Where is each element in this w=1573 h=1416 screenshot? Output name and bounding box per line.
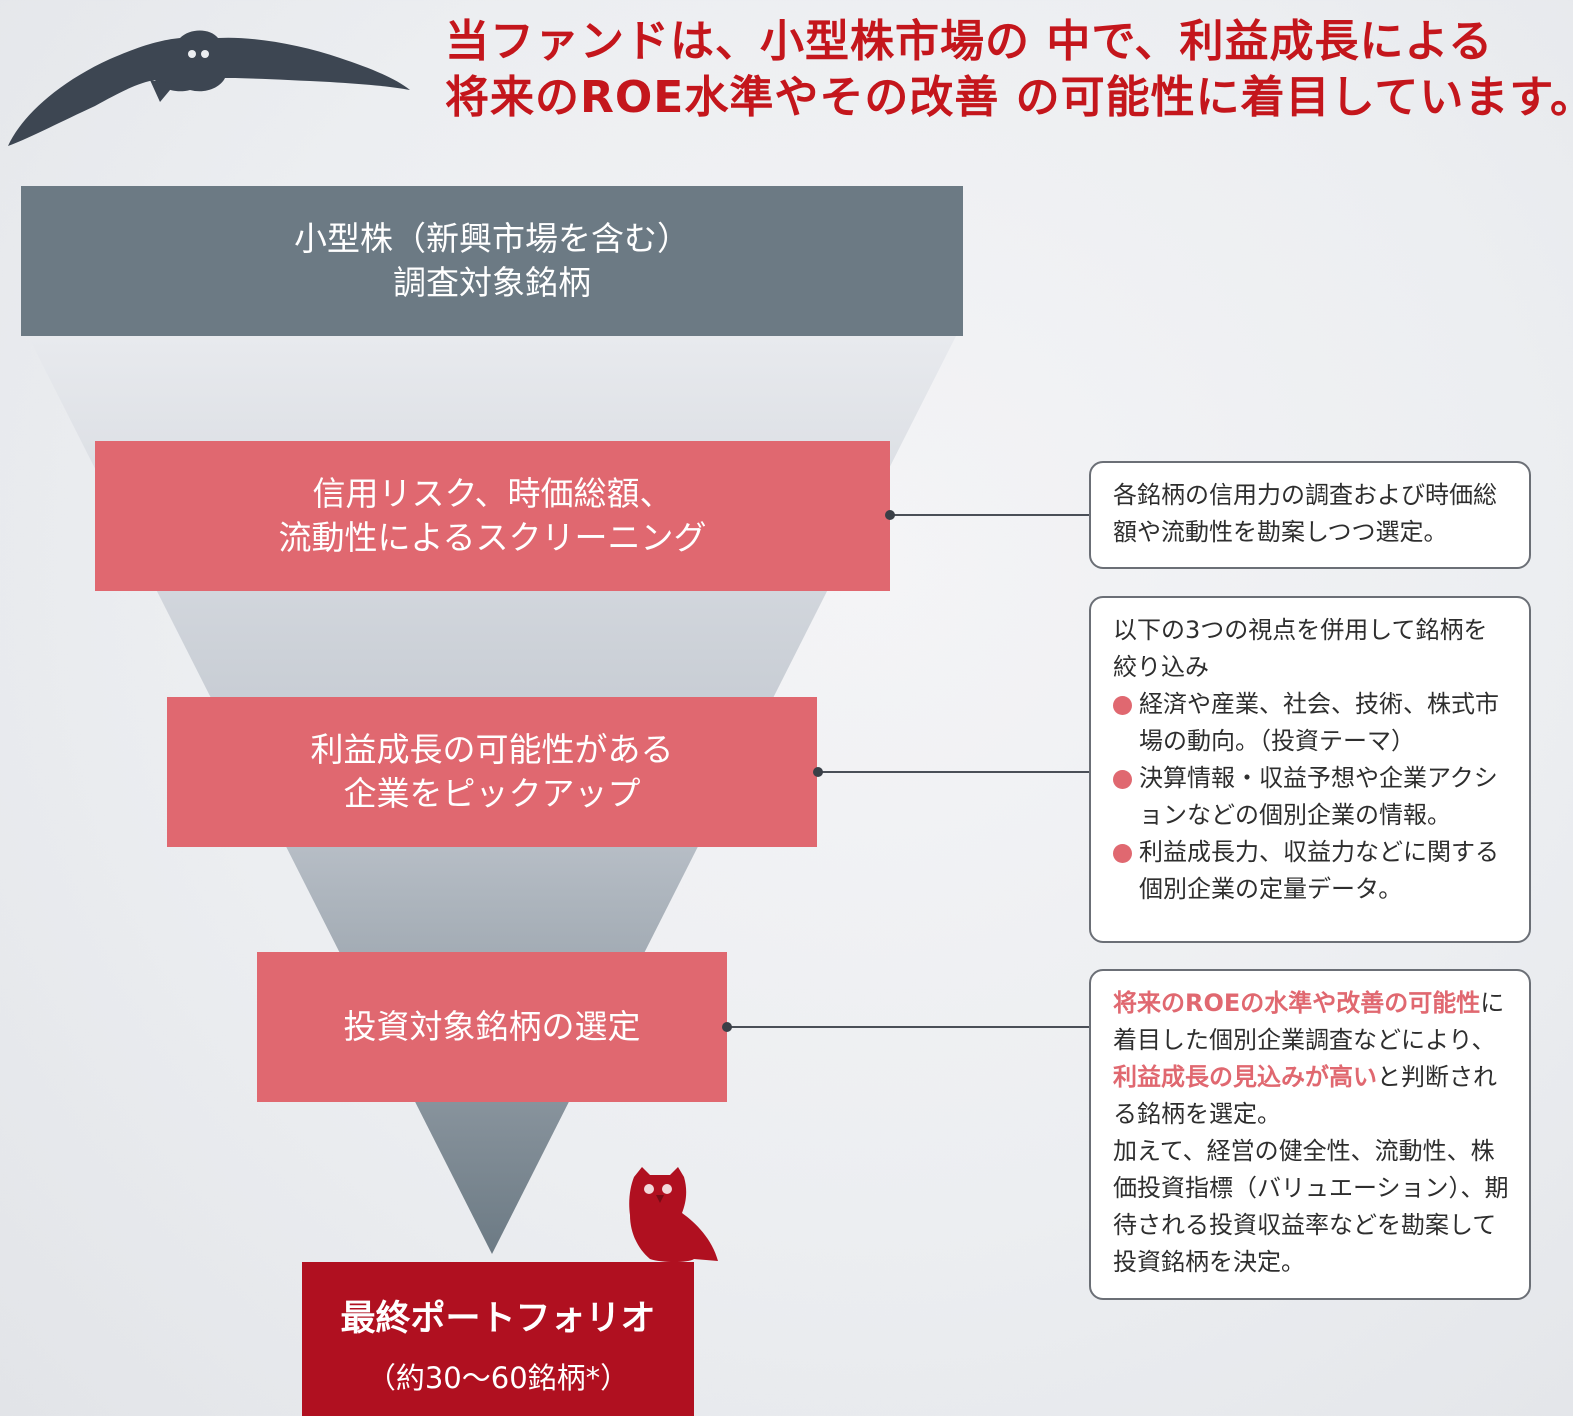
step-selection-line1: 投資対象銘柄の選定 — [343, 1007, 641, 1046]
final-portfolio-subtitle: （約30〜60銘柄*） — [366, 1361, 630, 1395]
bullet-dot-icon — [1113, 844, 1132, 863]
note-selection-highlight1: 将来のROEの水準や改善の可能性 — [1113, 989, 1481, 1017]
step-screening: 信用リスク、時価総額、 流動性によるスクリーニング — [95, 441, 890, 591]
step-universe: 小型株（新興市場を含む） 調査対象銘柄 — [21, 186, 963, 336]
note-pickup-intro: 以下の3つの視点を併用して銘柄を絞り込み — [1113, 616, 1488, 681]
note-screening: 各銘柄の信用力の調査および時価総額や流動性を勘案しつつ選定。 — [1089, 461, 1531, 569]
headline: 当ファンドは、小型株市場の 中で、利益成長による 将来のROE水準やその改善 の… — [445, 14, 1573, 126]
final-portfolio-title: 最終ポートフォリオ — [340, 1299, 656, 1339]
step-universe-line2: 調査対象銘柄 — [393, 263, 591, 302]
note-selection-text2: と判断される銘柄を選定。 — [1113, 1063, 1497, 1128]
note-pickup: 以下の3つの視点を併用して銘柄を絞り込み 経済や産業、社会、技術、株式市場の動向… — [1089, 596, 1531, 943]
note-selection-highlight2: 利益成長の見込みが高い — [1113, 1063, 1377, 1091]
note-pickup-bullet: 決算情報・収益予想や企業アクションなどの個別企業の情報。 — [1113, 760, 1509, 834]
note-screening-text: 各銘柄の信用力の調査および時価総額や流動性を勘案しつつ選定。 — [1113, 481, 1497, 546]
step-screening-line1: 信用リスク、時価総額、 — [312, 474, 673, 513]
note-pickup-bullet: 利益成長力、収益力などに関する個別企業の定量データ。 — [1113, 834, 1509, 908]
note-pickup-bullet: 経済や産業、社会、技術、株式市場の動向。（投資テーマ） — [1113, 686, 1509, 760]
bullet-dot-icon — [1113, 696, 1132, 715]
note-selection-text3: 加えて、経営の健全性、流動性、株価投資指標（バリュエーション）、期待される投資収… — [1113, 1137, 1509, 1276]
step-universe-line1: 小型株（新興市場を含む） — [294, 219, 690, 258]
perched-owl-icon — [629, 1167, 718, 1262]
step-selection: 投資対象銘柄の選定 — [257, 952, 727, 1102]
step-pickup-line1: 利益成長の可能性がある — [310, 730, 674, 769]
step-pickup: 利益成長の可能性がある 企業をピックアップ — [167, 697, 817, 847]
note-selection: 将来のROEの水準や改善の可能性に着目した個別企業調査などにより、利益成長の見込… — [1089, 969, 1531, 1300]
flying-owl-icon — [8, 30, 410, 146]
step-pickup-line2: 企業をピックアップ — [343, 774, 641, 813]
note-selection-text1: に着目した個別企業調査などにより、 — [1113, 989, 1505, 1054]
step-screening-line2: 流動性によるスクリーニング — [278, 518, 707, 557]
headline-line1: 当ファンドは、小型株市場の 中で、利益成長による — [445, 16, 1494, 67]
note-selection-body: 将来のROEの水準や改善の可能性に着目した個別企業調査などにより、利益成長の見込… — [1113, 985, 1509, 1133]
bullet-dot-icon — [1113, 770, 1132, 789]
final-portfolio-box: 最終ポートフォリオ （約30〜60銘柄*） — [302, 1262, 694, 1416]
headline-line2: 将来のROE水準やその改善 の可能性に着目しています。 — [445, 72, 1573, 123]
